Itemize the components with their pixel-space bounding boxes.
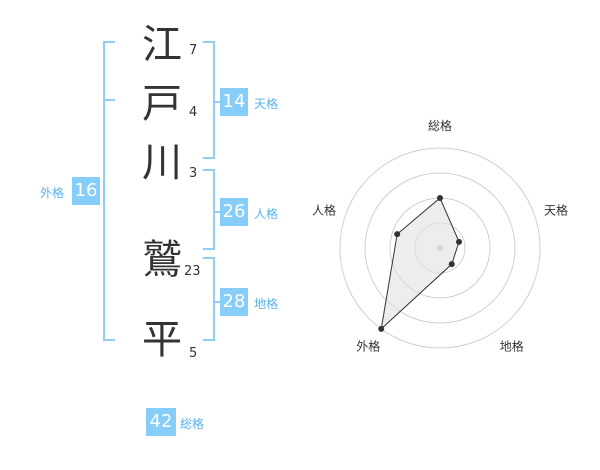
radar-series-area (380, 197, 460, 331)
jinkaku-label: 人格 (254, 207, 279, 221)
tenkaku-bracket (203, 41, 215, 159)
jinkaku-bracket (203, 169, 215, 250)
tenkaku-value: 14 (220, 88, 248, 116)
soukaku-value: 42 (146, 408, 176, 436)
radar-axis-label-2: 天格 (544, 202, 568, 217)
gaikaku-bracket (103, 41, 115, 341)
radar-point-2 (456, 238, 463, 245)
radar-axis-label-1: 総格 (428, 118, 452, 133)
tenkaku-label: 天格 (254, 97, 279, 111)
name-char-5: 平 (142, 317, 182, 363)
jinkaku-value: 26 (220, 198, 248, 226)
chikaku-label: 地格 (254, 297, 279, 311)
name-char-1: 江 (142, 22, 182, 68)
radar-ring (339, 147, 541, 349)
radar-ring (364, 172, 516, 324)
radar-point-1 (437, 195, 443, 201)
name-char-2: 戸 (142, 81, 182, 127)
stroke-count-1: 7 (189, 43, 198, 58)
radar-axis-label-4: 外格 (356, 339, 380, 354)
stroke-count-4: 23 (184, 264, 201, 279)
gaikaku-label: 外格 (40, 186, 65, 200)
name-char-3: 川 (142, 140, 182, 186)
name-char-4: 鷲 (142, 237, 182, 283)
radar-point-3 (448, 261, 455, 268)
soukaku-label: 総格 (180, 417, 205, 431)
radar-axis-label-3: 地格 (500, 339, 524, 354)
stroke-count-2: 4 (189, 105, 198, 120)
stroke-count-5: 5 (189, 346, 198, 361)
gaikaku-value: 16 (72, 177, 100, 205)
stroke-count-3: 3 (189, 166, 198, 181)
chikaku-bracket (203, 257, 215, 341)
radar-axis-label-5: 人格 (312, 202, 336, 217)
radar-point-5 (394, 231, 401, 238)
radar-point-4 (378, 325, 385, 332)
chikaku-value: 28 (220, 288, 248, 316)
